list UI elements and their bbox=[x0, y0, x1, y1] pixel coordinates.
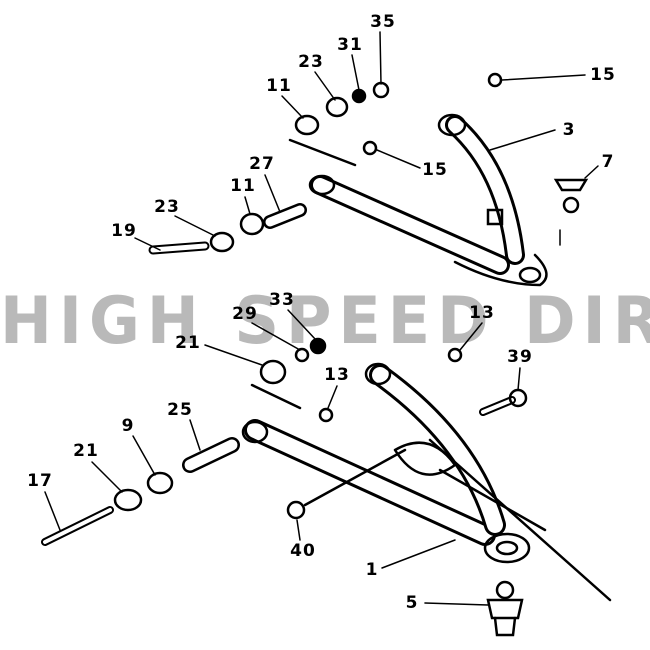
part-label-17: 17 bbox=[27, 471, 53, 491]
lower-bushings bbox=[41, 337, 528, 637]
part-label-39: 39 bbox=[507, 347, 533, 367]
leader-lines bbox=[44, 31, 599, 606]
part-label-29: 29 bbox=[232, 304, 258, 324]
part-label-7: 7 bbox=[601, 152, 615, 172]
part-label-5: 5 bbox=[405, 593, 419, 613]
part-label-13-b: 13 bbox=[324, 365, 350, 385]
part-label-3: 3 bbox=[562, 120, 576, 140]
part-label-19: 19 bbox=[111, 221, 137, 241]
lower-arm bbox=[241, 362, 612, 602]
upper-bushings bbox=[148, 72, 589, 255]
part-label-1: 1 bbox=[365, 560, 379, 580]
part-label-15: 15 bbox=[590, 65, 616, 85]
upper-arm bbox=[308, 113, 548, 287]
part-label-33: 33 bbox=[269, 290, 295, 310]
part-label-25: 25 bbox=[167, 400, 193, 420]
part-label-40: 40 bbox=[290, 541, 316, 561]
part-label-21: 21 bbox=[175, 333, 201, 353]
part-label-11: 11 bbox=[266, 76, 292, 96]
part-label-9: 9 bbox=[121, 416, 135, 436]
part-label-23-b: 23 bbox=[154, 197, 180, 217]
part-label-21-b: 21 bbox=[73, 441, 99, 461]
part-label-15-b: 15 bbox=[422, 160, 448, 180]
part-label-13: 13 bbox=[469, 303, 495, 323]
part-label-27: 27 bbox=[249, 154, 275, 174]
part-label-31: 31 bbox=[337, 35, 363, 55]
part-label-23: 23 bbox=[298, 52, 324, 72]
part-label-11-b: 11 bbox=[230, 176, 256, 196]
part-label-35: 35 bbox=[370, 12, 396, 32]
